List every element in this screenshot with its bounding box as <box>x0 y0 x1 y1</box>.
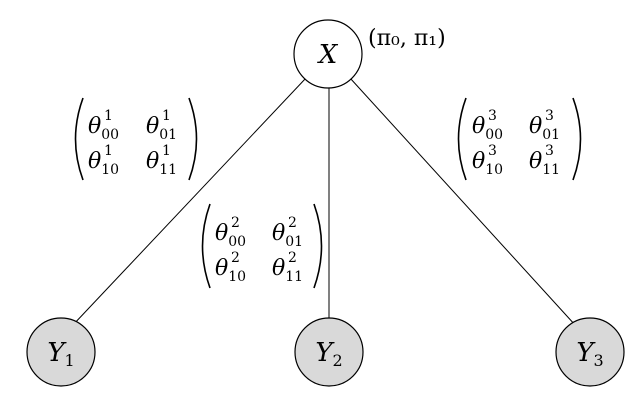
matrix-1-cell-11: θ11 1 <box>146 143 177 178</box>
matrix-1-sub-00: 00 <box>101 127 119 143</box>
matrix-2-cell-10: θ10 2 <box>215 250 246 285</box>
node-y3-letter: Y <box>576 338 596 368</box>
node-x-circle <box>293 19 363 89</box>
matrix-theta-2: θ00 2 θ01 2 θ10 2 θ11 2 <box>201 203 323 289</box>
matrix-1-sup-10: 1 <box>104 143 113 159</box>
matrix-2-cell-11: θ11 2 <box>272 250 303 285</box>
node-y3-label: Y3 <box>576 338 603 370</box>
svg-text:θ11: θ11 <box>272 256 303 285</box>
matrix-1-sub-01: 01 <box>159 127 177 143</box>
matrix-theta-3: θ00 3 θ01 3 θ10 3 θ11 3 <box>457 97 582 181</box>
node-y3-index: 3 <box>593 351 603 370</box>
svg-text:θ10: θ10 <box>215 256 246 285</box>
matrix-1-theta-11: θ <box>146 149 159 174</box>
node-y3-circle <box>555 317 625 387</box>
matrix-3-right-paren <box>572 97 582 181</box>
matrix-2-theta-01: θ <box>272 221 285 246</box>
svg-text:θ01: θ01 <box>529 114 560 143</box>
matrix-3-sup-00: 3 <box>488 108 497 124</box>
matrix-3-sub-00: 00 <box>485 127 503 143</box>
matrix-2-sup-10: 2 <box>231 250 240 266</box>
matrix-2-cell-00: θ00 2 <box>215 215 246 250</box>
matrix-1-sub-10: 10 <box>101 162 119 178</box>
matrix-1-sup-11: 1 <box>162 143 171 159</box>
matrix-3-left-paren <box>457 97 467 181</box>
matrix-3-cell-01: θ01 3 <box>529 108 560 143</box>
node-x-label: X <box>317 40 339 70</box>
node-y1-index: 1 <box>64 351 74 370</box>
matrix-3-cell-10: θ10 3 <box>472 143 503 178</box>
matrix-1-cell-01: θ01 1 <box>146 108 177 143</box>
matrix-2-theta-10: θ <box>215 256 228 281</box>
matrix-3-sup-01: 3 <box>545 108 554 124</box>
matrix-1-right-paren <box>188 97 198 181</box>
matrix-3-theta-01: θ <box>529 114 542 139</box>
matrix-3-sub-10: 10 <box>485 162 503 178</box>
node-y1: Y1 <box>26 317 96 387</box>
matrix-2-theta-11: θ <box>272 256 285 281</box>
matrix-2-sub-10: 10 <box>228 269 246 285</box>
svg-text:θ11: θ11 <box>146 149 177 178</box>
matrix-1-cell-00: θ00 1 <box>88 108 119 143</box>
node-y2-label: Y2 <box>315 338 342 370</box>
node-y2: Y2 <box>294 317 364 387</box>
node-y2-circle <box>294 317 364 387</box>
root-params: (π₀, π₁) <box>368 26 446 51</box>
matrix-1-theta-01: θ <box>146 114 159 139</box>
matrix-2-sub-01: 01 <box>285 234 303 250</box>
matrix-2-right-paren <box>313 203 323 289</box>
matrix-2-sub-11: 11 <box>285 269 303 285</box>
edge-x-y3 <box>349 77 577 327</box>
svg-text:θ01: θ01 <box>146 114 177 143</box>
node-y2-index: 2 <box>332 351 342 370</box>
matrix-3-cell-00: θ00 3 <box>472 108 503 143</box>
matrix-1-left-paren <box>74 97 84 181</box>
matrix-1-sup-01: 1 <box>162 108 171 124</box>
matrix-1-sup-00: 1 <box>104 108 113 124</box>
svg-text:θ10: θ10 <box>472 149 503 178</box>
svg-text:θ00: θ00 <box>88 114 119 143</box>
node-y2-letter: Y <box>315 338 335 368</box>
svg-text:θ11: θ11 <box>529 149 560 178</box>
matrix-3-theta-11: θ <box>529 149 542 174</box>
node-y1-circle <box>26 317 96 387</box>
node-y1-letter: Y <box>47 338 67 368</box>
matrix-3-sub-01: 01 <box>542 127 560 143</box>
matrix-2-sup-11: 2 <box>288 250 297 266</box>
matrix-2-sub-00: 00 <box>228 234 246 250</box>
matrix-1-theta-00: θ <box>88 114 101 139</box>
matrix-3-sup-11: 3 <box>545 143 554 159</box>
matrix-1-theta-10: θ <box>88 149 101 174</box>
matrix-2-theta-00: θ <box>215 221 228 246</box>
matrix-3-theta-00: θ <box>472 114 485 139</box>
matrix-3-sub-11: 11 <box>542 162 560 178</box>
edge-x-y1 <box>71 77 307 327</box>
svg-text:θ00: θ00 <box>215 221 246 250</box>
node-x: X <box>293 19 363 89</box>
matrix-2-cell-01: θ01 2 <box>272 215 303 250</box>
matrix-2-sup-00: 2 <box>231 215 240 231</box>
svg-text:θ00: θ00 <box>472 114 503 143</box>
matrix-1-cell-10: θ10 1 <box>88 143 119 178</box>
matrix-theta-1: θ00 1 θ01 1 θ10 1 θ11 1 <box>74 97 198 181</box>
matrix-2-sup-01: 2 <box>288 215 297 231</box>
matrix-3-cell-11: θ11 3 <box>529 143 560 178</box>
matrix-1-sub-11: 11 <box>159 162 177 178</box>
svg-text:θ10: θ10 <box>88 149 119 178</box>
matrix-2-left-paren <box>201 203 211 289</box>
matrix-3-sup-10: 3 <box>488 143 497 159</box>
matrix-3-theta-10: θ <box>472 149 485 174</box>
svg-text:θ01: θ01 <box>272 221 303 250</box>
node-y1-label: Y1 <box>47 338 74 370</box>
node-y3: Y3 <box>555 317 625 387</box>
